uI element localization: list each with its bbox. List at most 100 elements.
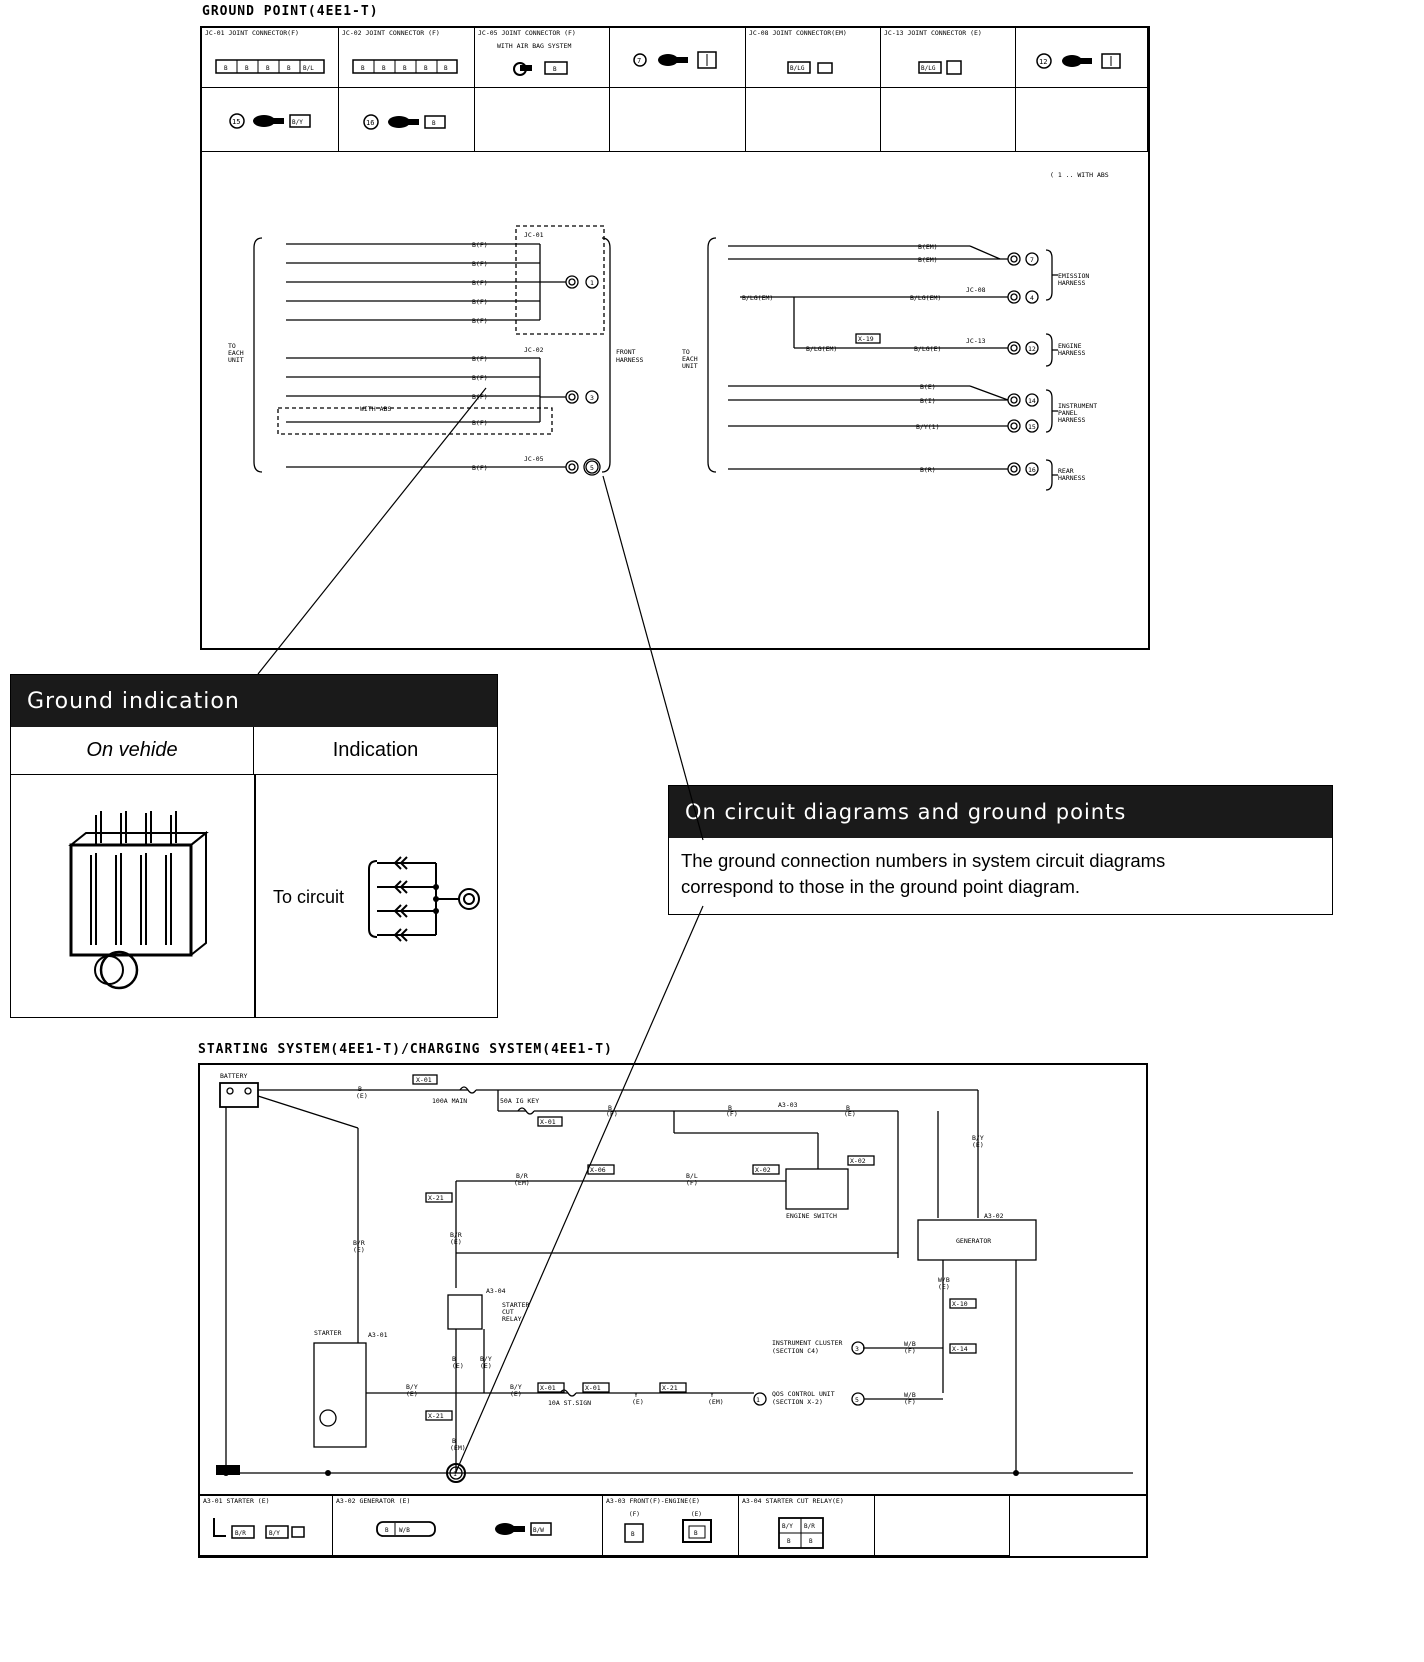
ground-symbol-icon	[368, 856, 480, 942]
col-on-vehicle: On vehide	[11, 727, 254, 775]
svg-text:W/B: W/B	[399, 1527, 410, 1534]
svg-text:(E): (E)	[972, 1141, 984, 1149]
svg-text:X-19: X-19	[858, 335, 874, 343]
connector-block-illustration	[68, 811, 209, 990]
svg-text:REAR: REAR	[1058, 467, 1074, 475]
empty-cell	[746, 88, 881, 152]
svg-text:B: B	[382, 65, 386, 72]
svg-text:5: 5	[855, 1396, 859, 1404]
svg-text:(E): (E)	[938, 1283, 950, 1291]
svg-text:INSTRUMENT CLUSTER: INSTRUMENT CLUSTER	[772, 1339, 843, 1347]
to-circuit-label: To circuit	[273, 887, 345, 907]
svg-text:B: B	[846, 1104, 850, 1112]
svg-text:X-01: X-01	[540, 1118, 556, 1126]
svg-text:HARNESS: HARNESS	[616, 356, 643, 364]
svg-text:B(F): B(F)	[472, 241, 488, 249]
svg-text:EMISSION: EMISSION	[1058, 272, 1089, 280]
svg-text:STARTER: STARTER	[314, 1329, 341, 1337]
svg-text:B/LG(EM): B/LG(EM)	[910, 294, 941, 302]
svg-text:UNIT: UNIT	[682, 362, 698, 370]
svg-text:16: 16	[366, 119, 374, 127]
svg-text:7: 7	[1030, 256, 1034, 264]
svg-text:(E): (E)	[353, 1246, 365, 1254]
svg-text:B: B	[452, 1355, 456, 1363]
svg-text:B(F): B(F)	[472, 298, 488, 306]
svg-text:B/LG(E): B/LG(E)	[914, 345, 941, 353]
svg-text:X-21: X-21	[428, 1194, 444, 1202]
svg-text:B/LG(EM): B/LG(EM)	[742, 294, 773, 302]
svg-text:12: 12	[1028, 345, 1036, 353]
svg-text:(E): (E)	[480, 1362, 492, 1370]
svg-text:X-02: X-02	[755, 1166, 771, 1174]
svg-text:100A MAIN: 100A MAIN	[432, 1097, 467, 1105]
svg-text:UNIT: UNIT	[228, 356, 244, 364]
svg-text:3: 3	[855, 1345, 859, 1353]
svg-text:B: B	[694, 1530, 698, 1537]
svg-text:X-01: X-01	[540, 1384, 556, 1392]
svg-text:A3-01: A3-01	[368, 1331, 388, 1339]
svg-text:B/Y: B/Y	[782, 1523, 793, 1530]
svg-text:B: B	[385, 1527, 389, 1534]
col-indication: Indication	[254, 727, 497, 775]
svg-text:(F): (F)	[904, 1398, 916, 1406]
svg-text:B(F): B(F)	[472, 317, 488, 325]
svg-text:A3-02: A3-02	[984, 1212, 1004, 1220]
ground-indication-header: Ground indication	[11, 675, 497, 727]
svg-text:(E): (E)	[452, 1362, 464, 1370]
ground-terminal-cell-7: 7	[610, 28, 746, 88]
empty-cell	[475, 88, 610, 152]
svg-text:14: 14	[1028, 397, 1036, 405]
svg-text:B/R: B/R	[804, 1523, 815, 1530]
svg-text:(E): (E)	[844, 1110, 856, 1118]
svg-text:B(F): B(F)	[472, 393, 488, 401]
svg-text:B: B	[224, 65, 228, 72]
svg-text:B: B	[358, 1085, 362, 1093]
svg-text:B(EM): B(EM)	[918, 256, 938, 264]
svg-text:B(R): B(R)	[920, 466, 936, 474]
svg-text:B: B	[432, 120, 436, 127]
svg-text:B: B	[809, 1538, 813, 1545]
svg-text:B/LG: B/LG	[921, 65, 936, 72]
svg-text:(F): (F)	[629, 1511, 640, 1518]
connector-cell-jc08: JC-08 JOINT CONNECTOR(EM) B/LG	[746, 28, 881, 88]
svg-text:(E): (E)	[510, 1390, 522, 1398]
svg-text:X-10: X-10	[952, 1300, 968, 1308]
svg-text:X-02: X-02	[850, 1157, 866, 1165]
svg-text:X-06: X-06	[590, 1166, 606, 1174]
svg-text:INSTRUMENT: INSTRUMENT	[1058, 402, 1097, 410]
svg-text:W/B: W/B	[904, 1391, 916, 1399]
svg-text:15: 15	[232, 118, 240, 126]
svg-text:4: 4	[1030, 294, 1034, 302]
svg-text:1: 1	[453, 1470, 457, 1478]
svg-text:RELAY: RELAY	[502, 1315, 522, 1323]
svg-text:X-21: X-21	[428, 1412, 444, 1420]
svg-text:X-14: X-14	[952, 1345, 968, 1353]
svg-text:(EM): (EM)	[708, 1398, 724, 1406]
svg-text:TO: TO	[228, 342, 236, 350]
svg-text:B(F): B(F)	[472, 279, 488, 287]
svg-text:B: B	[403, 65, 407, 72]
svg-text:Y: Y	[710, 1391, 714, 1399]
empty-cell	[1016, 88, 1148, 152]
svg-text:B/LG(EM): B/LG(EM)	[806, 345, 837, 353]
svg-text:B(F): B(F)	[472, 374, 488, 382]
svg-text:B(EM): B(EM)	[918, 243, 938, 251]
svg-text:QOS CONTROL UNIT: QOS CONTROL UNIT	[772, 1390, 835, 1398]
svg-text:B: B	[728, 1104, 732, 1112]
svg-text:B/Y: B/Y	[406, 1383, 418, 1391]
svg-text:B: B	[266, 65, 270, 72]
svg-text:A3-03: A3-03	[778, 1101, 798, 1109]
svg-text:B: B	[361, 65, 365, 72]
svg-text:JC-08: JC-08	[966, 286, 986, 294]
ground-indication-panel: Ground indication On vehide Indication T…	[10, 674, 498, 1018]
svg-text:B/Y: B/Y	[292, 119, 303, 126]
svg-text:X-21: X-21	[662, 1384, 678, 1392]
svg-text:(EM): (EM)	[450, 1444, 466, 1452]
ground-point-title: GROUND POINT(4EE1-T)	[202, 4, 379, 19]
svg-text:EACH: EACH	[682, 355, 698, 363]
svg-text:B: B	[452, 1437, 456, 1445]
svg-text:BATTERY: BATTERY	[220, 1072, 247, 1080]
